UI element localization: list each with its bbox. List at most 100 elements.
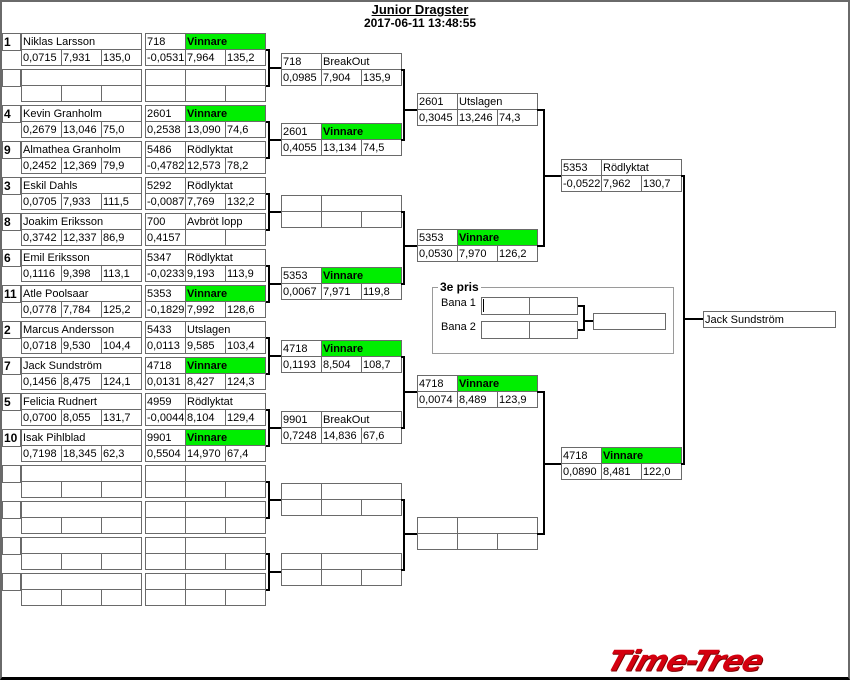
car-number: [145, 501, 186, 518]
driver-name[interactable]: Emil Eriksson: [21, 249, 142, 266]
driver-name[interactable]: Isak Pihlblad: [21, 429, 142, 446]
race-status: Utslagen: [185, 321, 266, 338]
race-status: Rödlyktat: [185, 177, 266, 194]
race-status: Vinnare: [185, 357, 266, 374]
driver-name[interactable]: [21, 465, 142, 482]
car-number: 5292: [145, 177, 186, 194]
elapsed-time: 9,398: [61, 265, 102, 282]
bracket-line: [268, 211, 281, 213]
car-number: 2601: [417, 93, 458, 110]
bracket-line: [584, 320, 593, 322]
driver-name[interactable]: [21, 537, 142, 554]
car-number: 5353: [417, 229, 458, 246]
bracket-line: [403, 109, 417, 111]
reaction-time: 0,0718: [21, 337, 62, 354]
elapsed-time: [61, 553, 102, 570]
reaction-time: [21, 481, 62, 498]
seed-number: 2: [1, 321, 21, 339]
race-status: Utslagen: [457, 93, 538, 110]
elapsed-time: 7,970: [457, 245, 498, 262]
reaction-time: [145, 553, 186, 570]
driver-name[interactable]: Felicia Rudnert: [21, 393, 142, 410]
race-status: Vinnare: [185, 285, 266, 302]
car-number: 4959: [145, 393, 186, 410]
time-tree-logo: Time-Tree: [602, 644, 768, 679]
bracket-line: [403, 499, 405, 571]
driver-name[interactable]: Almathea Granholm: [21, 141, 142, 158]
driver-name[interactable]: [21, 501, 142, 518]
speed: 129,4: [225, 409, 266, 426]
elapsed-time: 13,046: [61, 121, 102, 138]
lane2-car-input[interactable]: [481, 321, 530, 339]
driver-name[interactable]: Niklas Larsson: [21, 33, 142, 50]
reaction-time: [21, 589, 62, 606]
bracket-line: [683, 318, 703, 320]
reaction-time: -0,1829: [145, 301, 186, 318]
reaction-time: 0,3742: [21, 229, 62, 246]
bracket-line: [537, 533, 545, 535]
speed: 113,1: [101, 265, 142, 282]
seed-number: [1, 573, 21, 591]
bracket-line: [543, 463, 561, 465]
elapsed-time: 8,055: [61, 409, 102, 426]
car-number: [145, 573, 186, 590]
driver-name[interactable]: Jack Sundström: [21, 357, 142, 374]
race-status: [185, 69, 266, 86]
lane1-result-input[interactable]: [529, 297, 578, 315]
reaction-time: [417, 533, 458, 550]
reaction-time: [145, 589, 186, 606]
speed: 125,2: [101, 301, 142, 318]
race-status: Vinnare: [457, 229, 538, 246]
elapsed-time: 8,475: [61, 373, 102, 390]
reaction-time: 0,2679: [21, 121, 62, 138]
driver-name[interactable]: Atle Poolsaar: [21, 285, 142, 302]
speed: 126,2: [497, 245, 538, 262]
driver-name[interactable]: Marcus Andersson: [21, 321, 142, 338]
car-number: [145, 465, 186, 482]
elapsed-time: 7,964: [185, 49, 226, 66]
seed-number: 5: [1, 393, 21, 411]
speed: 124,3: [225, 373, 266, 390]
driver-name[interactable]: Joakim Eriksson: [21, 213, 142, 230]
elapsed-time: [321, 499, 362, 516]
speed: [101, 517, 142, 534]
speed: 132,2: [225, 193, 266, 210]
car-number: [281, 553, 322, 570]
elapsed-time: 13,246: [457, 109, 498, 126]
car-number: 4718: [281, 340, 322, 357]
driver-name[interactable]: Eskil Dahls: [21, 177, 142, 194]
elapsed-time: [321, 211, 362, 228]
speed: [101, 85, 142, 102]
driver-name[interactable]: [21, 573, 142, 590]
elapsed-time: 7,971: [321, 283, 362, 300]
elapsed-time: [185, 589, 226, 606]
car-number: 5353: [145, 285, 186, 302]
bracket-line: [537, 245, 545, 247]
elapsed-time: 7,769: [185, 193, 226, 210]
elapsed-time: 8,481: [601, 463, 642, 480]
reaction-time: 0,0530: [417, 245, 458, 262]
elapsed-time: [321, 569, 362, 586]
lane2-result-input[interactable]: [529, 321, 578, 339]
reaction-time: [281, 569, 322, 586]
bracket-line: [683, 175, 685, 465]
reaction-time: [281, 499, 322, 516]
reaction-time: 0,4055: [281, 139, 322, 156]
bracket-line: [403, 391, 417, 393]
bracket-line: [403, 69, 405, 141]
car-number: 4718: [417, 375, 458, 392]
driver-name[interactable]: [21, 69, 142, 86]
race-status: [321, 195, 402, 212]
reaction-time: 0,0705: [21, 193, 62, 210]
lane1-car-input[interactable]: [481, 297, 530, 315]
car-number: 5347: [145, 249, 186, 266]
bracket-line: [268, 499, 281, 501]
speed: 103,4: [225, 337, 266, 354]
race-status: [185, 573, 266, 590]
car-number: [281, 483, 322, 500]
elapsed-time: 12,573: [185, 157, 226, 174]
speed: [361, 499, 402, 516]
third-place-result: [593, 313, 666, 330]
driver-name[interactable]: Kevin Granholm: [21, 105, 142, 122]
speed: [225, 85, 266, 102]
